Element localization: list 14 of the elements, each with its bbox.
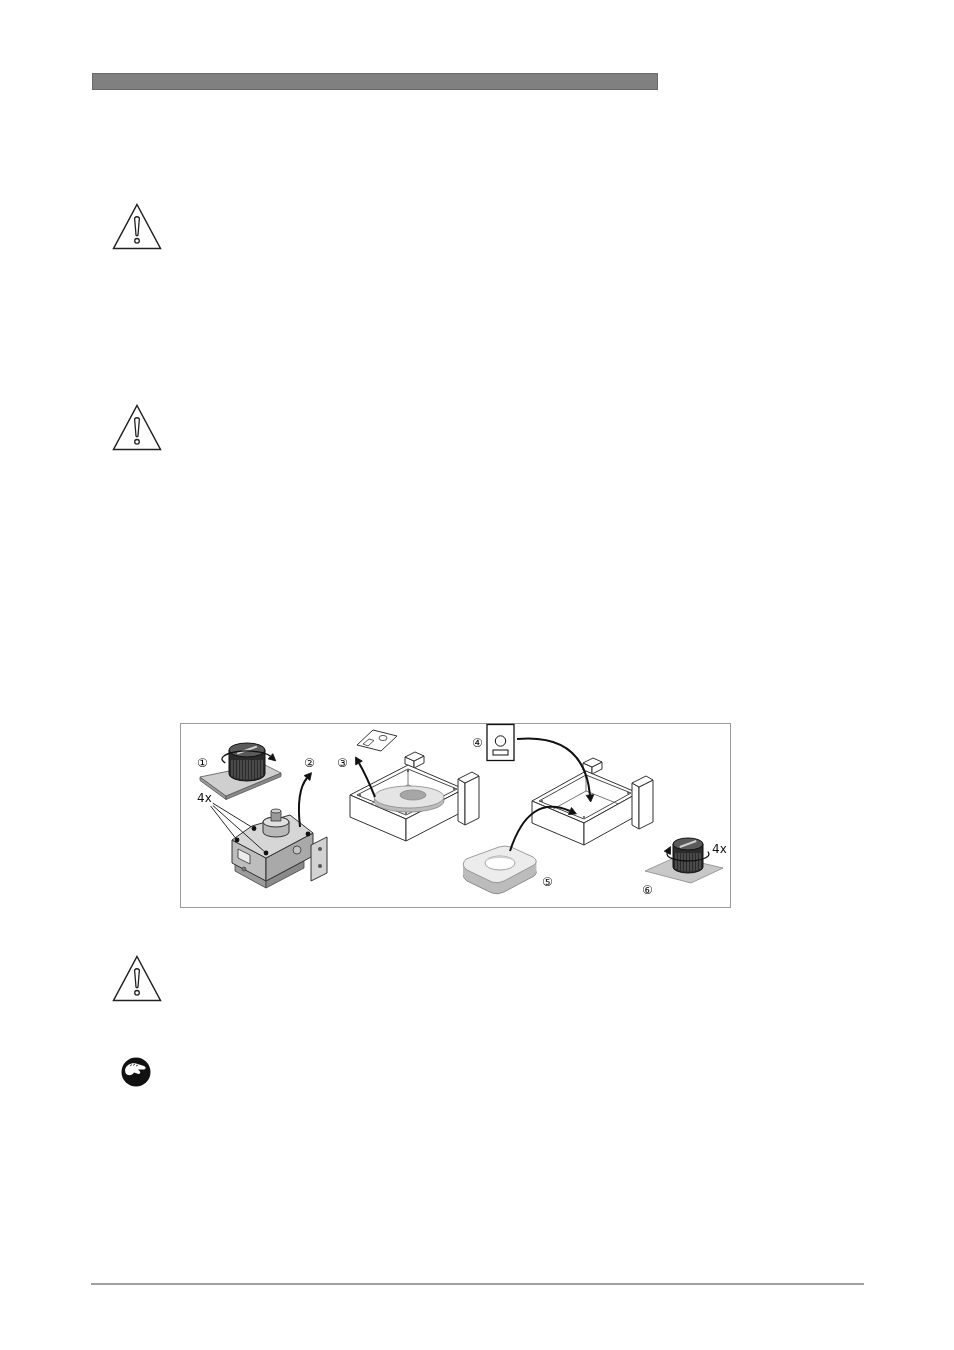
screw <box>263 850 269 856</box>
callout-number: ④ <box>472 736 483 750</box>
quantity-label: 4x <box>712 842 727 856</box>
quantity-label: 4x <box>197 791 212 805</box>
callout-number: ② <box>304 756 315 770</box>
screw <box>251 826 257 831</box>
callout-number: ① <box>197 756 208 770</box>
callout-number: ⑤ <box>542 875 553 889</box>
callout-number: ⑥ <box>642 883 653 897</box>
leader-line <box>212 805 265 852</box>
screw <box>234 837 240 843</box>
leader-line <box>212 802 252 828</box>
callout-number: ③ <box>337 756 348 770</box>
leader-line <box>210 805 236 839</box>
